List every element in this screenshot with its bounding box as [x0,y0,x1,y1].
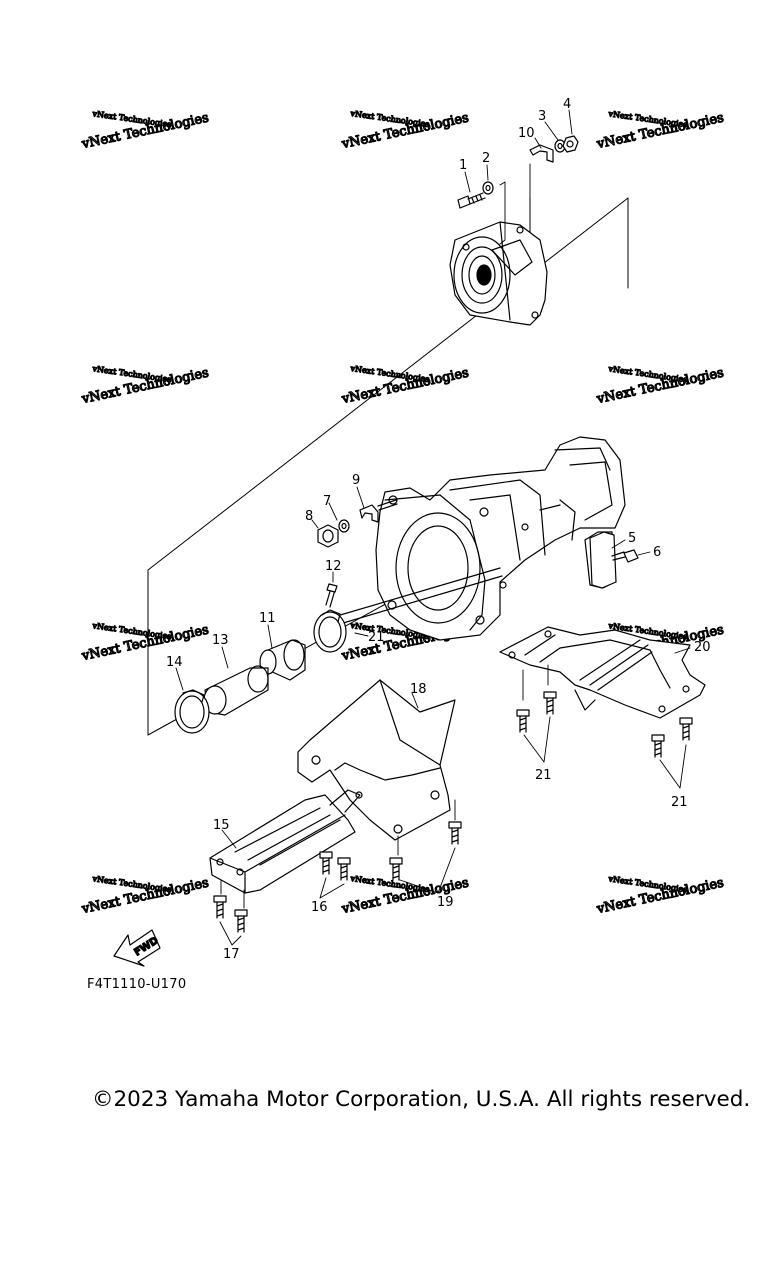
leader-lines-16 [319,877,345,899]
plate-bolt [651,734,665,758]
drawing-code: F4T1110-U170 [87,977,187,992]
front-bracket [209,789,361,894]
callout-19: 19 [437,895,454,910]
leader-lines-21 [522,664,687,789]
callout-14: 14 [166,655,183,670]
callout-11: 11 [259,611,276,626]
svg-text:vNext Technologies: vNext Technologies [349,364,430,384]
housing-nut [562,135,579,153]
callout-labels: 1 2 3 4 5 6 7 8 9 10 11 12 13 14 15 16 1… [166,97,711,962]
clamp-screw [325,583,338,608]
callout-7: 7 [323,494,331,509]
callout-20: 20 [694,640,711,655]
callout-13: 13 [212,633,229,648]
rear-plate [499,626,706,719]
callout-21: 21 [535,768,552,783]
housing-bolt [457,192,486,209]
housing-washer [482,181,494,195]
pump-bracket [359,504,379,523]
housing-bracket [529,144,554,163]
center-plate [297,679,456,841]
leader-line-14b [354,632,369,637]
svg-text:vNext Technologies: vNext Technologies [349,874,430,894]
plate-bolt [679,717,693,741]
plate-bolt-19 [448,821,462,845]
callout-5: 5 [628,531,636,546]
leader-line-14 [175,667,184,691]
shaft-clamp [313,609,347,653]
leader-lines-17 [219,879,245,946]
callout-4: 4 [563,97,571,112]
leader-line-15 [221,829,237,849]
callout-17: 17 [223,947,240,962]
callout-21: 21 [671,795,688,810]
bearing-housing [449,221,548,326]
leader-lines-pump [311,486,365,529]
callout-6: 6 [653,545,661,560]
callout-16: 16 [311,900,328,915]
callout-3: 3 [538,109,546,124]
hose-clamp [174,689,210,734]
pump-stud [377,499,398,511]
center-bolt [319,851,333,875]
callout-21: 21 [368,630,385,645]
leader-lines-pad [611,539,651,556]
leader-lines-19 [397,799,456,894]
rubber-hose [203,665,269,716]
center-bolt [337,857,351,881]
callout-18: 18 [410,682,427,697]
bracket-bolt [234,909,248,933]
jet-pump-assembly [375,436,626,641]
callout-15: 15 [213,818,230,833]
leader-lines-upper [464,109,573,245]
drive-shaft [329,567,503,627]
plate-bolt [516,709,530,733]
leader-line-18 [411,692,419,709]
fwd-arrow-icon: FWD [113,929,161,967]
leader-line-20 [674,647,691,654]
copyright-notice: ©2023 Yamaha Motor Corporation, U.S.A. A… [92,1087,751,1112]
bracket-bolt [213,895,227,919]
svg-text:vNext Technologies: vNext Technologies [349,109,430,129]
callout-9: 9 [352,473,360,488]
pump-washer [338,519,350,533]
callout-8: 8 [305,509,313,524]
callout-12: 12 [325,559,342,574]
pad-screw [611,549,639,563]
plate-bolt-19 [389,857,403,881]
leader-line-13 [221,646,229,669]
leader-line-11 [267,624,273,649]
callout-10: 10 [518,126,535,141]
pump-nut [317,524,339,548]
callout-1: 1 [459,158,467,173]
rubber-pad [589,531,617,589]
plate-bolt [543,691,557,715]
callout-2: 2 [482,151,490,166]
